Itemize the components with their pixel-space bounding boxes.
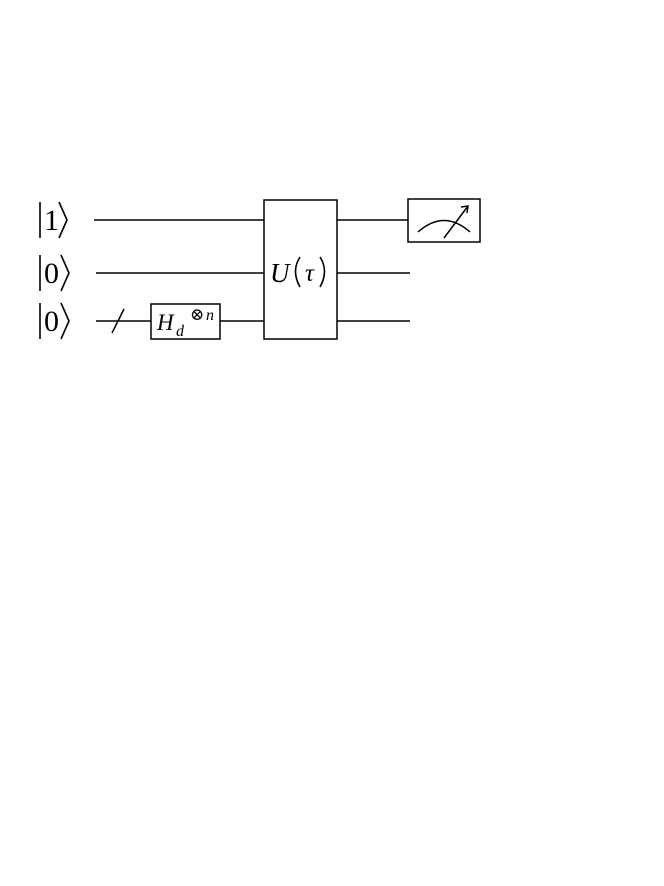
hadamard-gate-box bbox=[150, 303, 221, 340]
hadamard-subscript: d bbox=[176, 323, 185, 340]
hadamard-gate: H d ⊗ n bbox=[150, 303, 221, 340]
unitary-open-paren bbox=[294, 256, 301, 288]
ket-label: 1 bbox=[44, 204, 59, 237]
unitary-symbol: U bbox=[270, 258, 291, 288]
register-slash bbox=[111, 308, 125, 334]
ket-angle bbox=[60, 302, 70, 340]
unitary-gate: U τ bbox=[263, 199, 338, 340]
ket-angle bbox=[60, 254, 70, 292]
meter-icon bbox=[407, 198, 481, 243]
ket-label: 0 bbox=[44, 257, 59, 290]
meter-arc bbox=[417, 219, 471, 233]
ket-angle bbox=[58, 201, 68, 239]
meter-arrowhead bbox=[460, 205, 469, 214]
input-state-3: 0 bbox=[39, 302, 70, 340]
hadamard-symbol: H bbox=[156, 310, 175, 335]
meter-needle bbox=[443, 205, 469, 239]
ket-label: 0 bbox=[44, 305, 59, 338]
unitary-argument: τ bbox=[305, 260, 315, 287]
tensor-symbol: ⊗ bbox=[190, 305, 204, 324]
unitary-close-paren bbox=[319, 256, 326, 288]
input-state-2: 0 bbox=[39, 254, 70, 292]
hadamard-superscript: n bbox=[206, 307, 214, 324]
input-state-1: 1 bbox=[39, 201, 68, 239]
